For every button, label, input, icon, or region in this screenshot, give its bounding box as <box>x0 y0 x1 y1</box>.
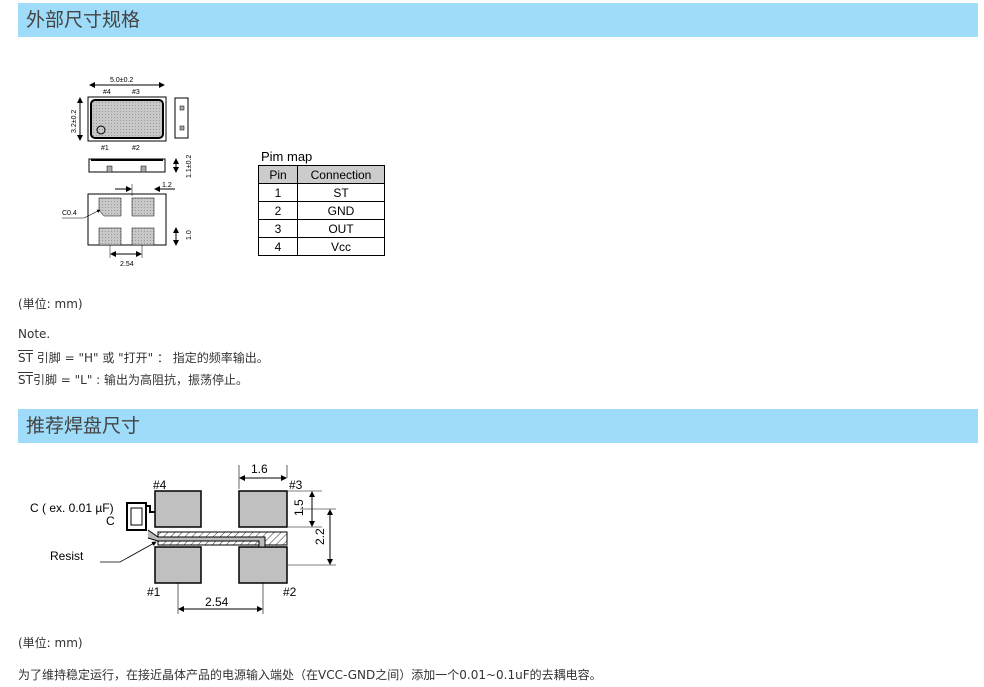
unit-note: (単位: mm) <box>18 636 83 650</box>
pin-label: #2 <box>132 145 140 152</box>
st-pin: ST <box>18 373 33 387</box>
pinmap-title: Pim map <box>261 149 313 164</box>
dim-height: 3.2±0.2 <box>71 110 78 133</box>
note-line-2: ST引脚 = "L" : 输出为高阻抗，振荡停止。 <box>18 371 248 388</box>
dim-pad-width: 1.2 <box>162 182 172 189</box>
dim-chamfer: C0.4 <box>62 210 77 217</box>
dim-thickness: 1.1±0.2 <box>186 155 193 178</box>
package-side-view <box>174 97 189 139</box>
decoupling-note: 为了维持稳定运行，在接近晶体产品的电源输入端处（在VCC-GND之间）添加一个0… <box>18 668 602 682</box>
connection-cell: ST <box>297 183 385 202</box>
connection-cell: OUT <box>297 219 385 238</box>
pin-label: #3 <box>132 89 140 96</box>
note-text: 引脚 = "L" : 输出为高阻抗，振荡停止。 <box>32 373 249 387</box>
pin-cell: 1 <box>258 183 298 202</box>
dim-width: 5.0±0.2 <box>110 77 133 84</box>
note-line-1: ST 引脚 = "H" 或 "打开" ： 指定的频率输出。 <box>18 349 269 366</box>
pin-cell: 4 <box>258 237 298 256</box>
pad-label: #1 <box>147 585 161 599</box>
pin-label: #1 <box>101 145 109 152</box>
connection-cell: GND <box>297 201 385 220</box>
resist-label: Resist <box>50 549 84 563</box>
pinmap-header: Connection <box>297 165 385 184</box>
pin-label: #4 <box>103 89 111 96</box>
dim-pitch: 2.54 <box>120 261 134 268</box>
pad-label: #4 <box>153 478 167 492</box>
dim-pad-height: 1.0 <box>186 230 193 240</box>
section-header-dimensions: 外部尺寸规格 <box>18 3 978 37</box>
note-title: Note. <box>18 327 51 341</box>
pad-label: #2 <box>283 585 297 599</box>
note-text: 引脚 = "H" 或 "打开" ： 指定的频率输出。 <box>32 351 269 365</box>
pinmap-header: Pin <box>258 165 298 184</box>
land-pattern-drawing <box>126 490 288 584</box>
dim-pitch: 2.54 <box>205 595 229 609</box>
dim-pad-width: 1.6 <box>251 462 268 476</box>
section-header-land-pattern: 推荐焊盘尺寸 <box>18 409 978 443</box>
st-pin: ST <box>18 351 33 365</box>
pin-cell: 3 <box>258 219 298 238</box>
connection-cell: Vcc <box>297 237 385 256</box>
unit-note: (単位: mm) <box>18 297 83 311</box>
capacitor-label: C ( ex. 0.01 µF) <box>30 501 114 515</box>
dim-gap: 2.2 <box>313 528 327 545</box>
pad-label: #3 <box>289 478 303 492</box>
pin-cell: 2 <box>258 201 298 220</box>
capacitor-c-label: C <box>106 514 115 528</box>
dim-pad-height: 1.5 <box>292 499 306 516</box>
